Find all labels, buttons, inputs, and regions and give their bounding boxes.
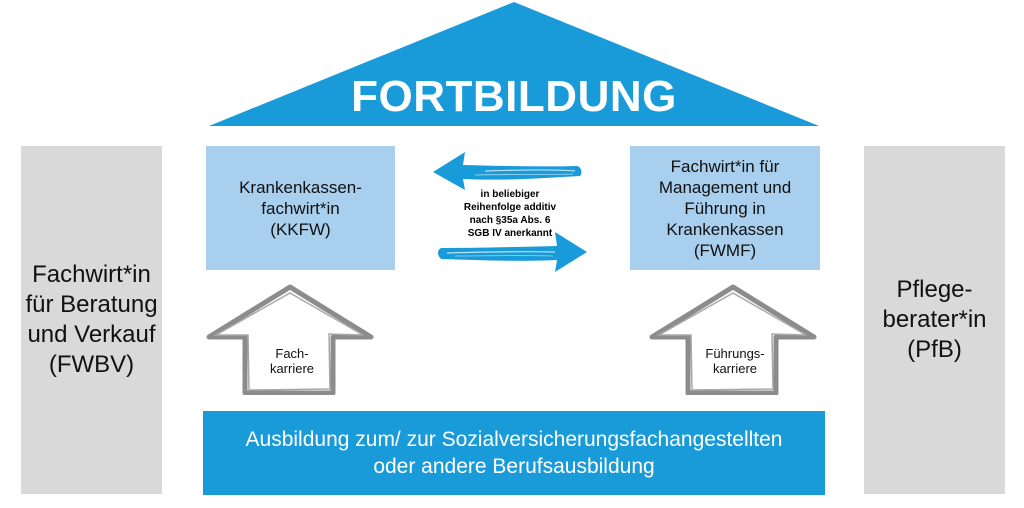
foundation-label: Ausbildung zum/ zur Sozialversicherungsf…: [245, 428, 783, 478]
left-arrow-icon: [433, 152, 582, 190]
kkfw-box: Krankenkassen- fachwirt*in (KKFW): [206, 146, 395, 270]
up-arrow-house-right-icon: [649, 284, 817, 395]
arrow-note: in beliebiger Reihenfolge additiv nach §…: [463, 189, 557, 239]
fwmf-box: Fachwirt*in für Management und Führung i…: [630, 146, 820, 270]
left-pillar-label: Fachwirt*in für Beratung und Verkauf (FW…: [25, 261, 158, 378]
right-pillar-label: Pflege- berater*in (PfB): [882, 276, 987, 363]
fachkarriere-label: Fach- karriere: [269, 346, 315, 376]
roof-title: FORTBILDUNG: [351, 72, 677, 121]
left-pillar: Fachwirt*in für Beratung und Verkauf (FW…: [21, 146, 162, 494]
roof-shape: [209, 2, 819, 126]
right-arrow-icon: [438, 232, 587, 272]
foundation-box: Ausbildung zum/ zur Sozialversicherungsf…: [203, 411, 825, 495]
kkfw-label: Krankenkassen- fachwirt*in (KKFW): [239, 177, 362, 239]
exchange-arrows: [433, 152, 587, 272]
up-arrow-house-left-icon: [206, 284, 374, 395]
fuehrungskarriere-label: Führungs- karriere: [705, 346, 765, 376]
fwmf-label: Fachwirt*in für Management und Führung i…: [658, 156, 792, 260]
right-pillar: Pflege- berater*in (PfB): [864, 146, 1005, 494]
